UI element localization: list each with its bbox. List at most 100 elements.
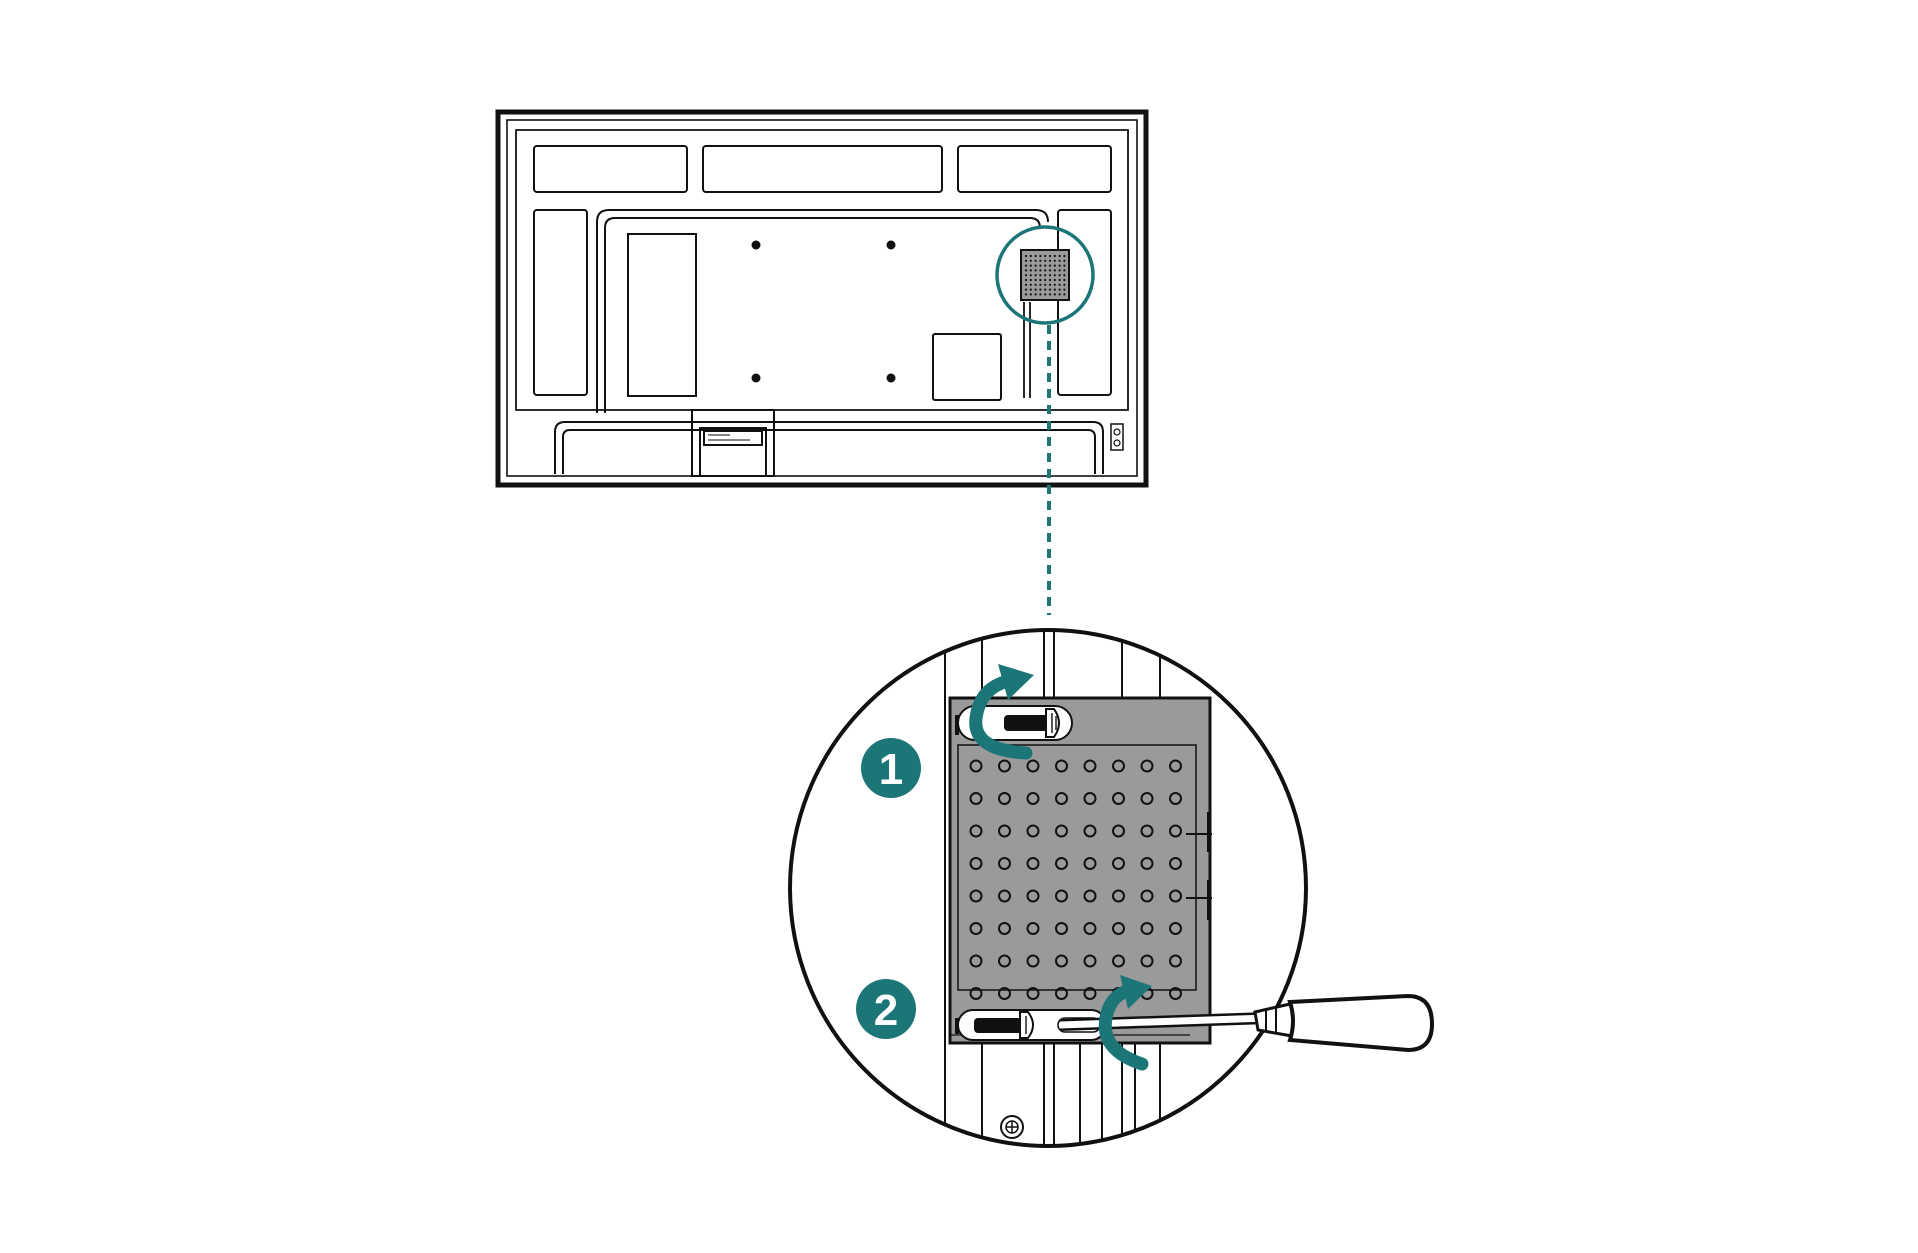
vent-dot (1029, 283, 1032, 286)
vent-hole (969, 922, 983, 935)
vent-hole (998, 987, 1011, 1000)
vent-hole (1026, 889, 1040, 903)
vent-dot (1048, 269, 1052, 272)
vent-hole (969, 857, 983, 870)
vent-dot (1058, 274, 1061, 277)
vent-dot (1048, 254, 1052, 258)
vent-dot (1024, 274, 1028, 277)
vent-dot (1034, 274, 1037, 277)
vent-dot (1044, 293, 1047, 296)
module-thumbnail (1020, 249, 1070, 301)
side-jack (1110, 423, 1124, 451)
vent-dot (1029, 278, 1032, 282)
vent-dot (1039, 264, 1042, 267)
vent-hole (998, 824, 1011, 838)
vent-dot (1063, 283, 1066, 286)
tv-rear-view (495, 109, 1149, 488)
vent-hole (1112, 792, 1125, 805)
vent-dot (1029, 293, 1032, 296)
vent-dot (1063, 278, 1066, 282)
vent-dot (1044, 278, 1047, 282)
vent-dot (1058, 283, 1061, 286)
vent-dot (1029, 269, 1032, 272)
vent-dot (1063, 254, 1066, 258)
vent-hole (1140, 889, 1154, 903)
vent-hole (1112, 857, 1125, 870)
module-vent-dots (1024, 254, 1066, 296)
vent-hole (998, 889, 1011, 903)
vent-dot (1053, 264, 1056, 267)
vent-hole (998, 922, 1011, 935)
vent-hole (1169, 792, 1182, 805)
vent-dot (1053, 259, 1056, 262)
tv-back-panel (515, 129, 1129, 411)
side-jack-hole (1113, 439, 1121, 447)
panel-slot-left (627, 233, 697, 397)
vent-dot (1063, 259, 1066, 262)
vent-hole (1140, 759, 1154, 773)
vent-dot (1058, 264, 1061, 267)
vent-hole (1112, 954, 1125, 968)
cover-notches (1186, 812, 1212, 920)
vent-dot (1034, 269, 1037, 272)
vent-hole (1112, 889, 1125, 903)
vent-dot (1039, 288, 1042, 291)
vent-dot (1048, 278, 1052, 282)
vent-dot (1053, 274, 1056, 277)
top-vent-right (957, 145, 1112, 193)
vent-dot (1024, 269, 1028, 272)
vent-hole (1083, 922, 1097, 935)
vent-hole (1026, 759, 1040, 773)
step-badge-2: 2 (856, 979, 916, 1039)
vent-dot (1058, 259, 1061, 262)
top-screw (955, 705, 1073, 741)
vent-dot (1034, 278, 1037, 282)
vent-hole (1140, 922, 1154, 935)
stand-bracket-inner (699, 427, 767, 477)
vesa-hole (886, 373, 896, 383)
vent-hole (1169, 857, 1182, 870)
vent-hole (1083, 792, 1097, 805)
vent-hole (1026, 792, 1040, 805)
vent-hole (1112, 824, 1125, 838)
vent-dot (1024, 254, 1028, 258)
vent-hole (969, 889, 983, 903)
vent-dot (1058, 278, 1061, 282)
vent-dot (1044, 269, 1047, 272)
vent-hole (1169, 922, 1182, 935)
vent-hole (1055, 922, 1068, 935)
zoom-detail (790, 630, 1306, 1146)
vent-hole (969, 792, 983, 805)
screwdriver-icon (1059, 993, 1435, 1053)
vent-hole (1083, 824, 1097, 838)
port-cover-small (932, 333, 1002, 401)
top-vent-left (533, 145, 688, 193)
vent-hole (1055, 889, 1068, 903)
vent-dot (1048, 283, 1052, 286)
vent-hole (1083, 759, 1097, 773)
vent-hole (1083, 889, 1097, 903)
vent-dot (1044, 274, 1047, 277)
vent-dot (1024, 259, 1028, 262)
vent-dot (1039, 254, 1042, 258)
vent-dot (1048, 293, 1052, 296)
vent-dot (1039, 259, 1042, 262)
tv-outer-frame (495, 109, 1149, 488)
vent-dot (1039, 278, 1042, 282)
vent-dot (1039, 269, 1042, 272)
vent-dot (1058, 269, 1061, 272)
vent-hole (1055, 954, 1068, 968)
vent-hole (1026, 857, 1040, 870)
vent-hole (1055, 824, 1068, 838)
vent-dot (1024, 278, 1028, 282)
vent-hole (1026, 824, 1040, 838)
vent-dot (1058, 288, 1061, 291)
vesa-hole (751, 373, 761, 383)
vent-dot (1034, 259, 1037, 262)
vent-dot (1029, 274, 1032, 277)
vent-dot (1039, 283, 1042, 286)
vent-hole (1055, 857, 1068, 870)
zoom-circle-border (788, 628, 1308, 1148)
vent-dot (1029, 288, 1032, 291)
